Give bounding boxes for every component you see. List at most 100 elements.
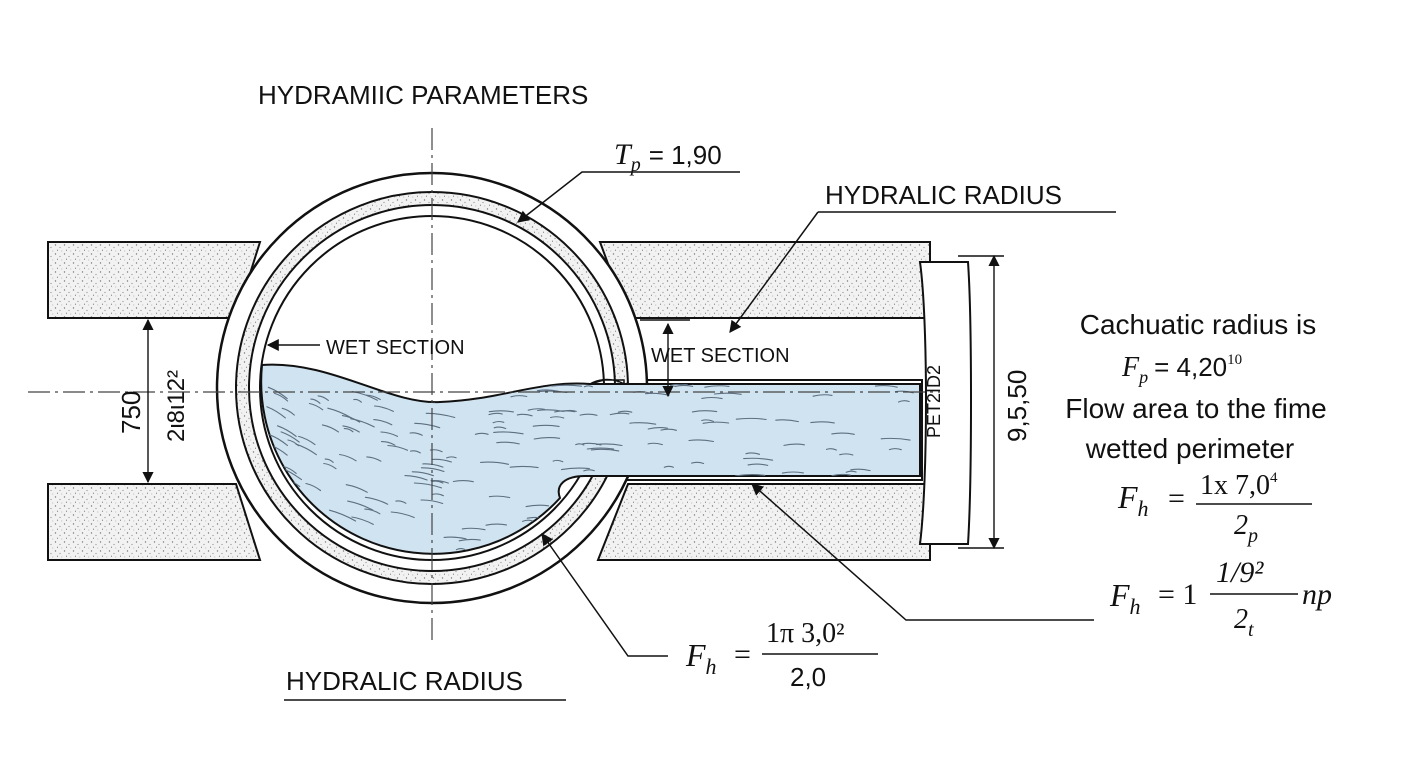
flow-streak	[552, 459, 564, 463]
flow-streak	[674, 384, 694, 388]
eq-bottom-numerator: 1π 3,0²	[766, 618, 845, 649]
flow-streak	[380, 441, 396, 446]
flow-streak	[775, 419, 799, 423]
svg-text:Fh: Fh	[685, 637, 717, 679]
flow-streak	[537, 409, 564, 412]
eq-tp: Tp= 1,90	[614, 138, 722, 176]
flow-streak	[747, 463, 769, 466]
flow-streak	[509, 465, 539, 469]
flow-streak	[345, 484, 368, 493]
flow-streak	[365, 394, 381, 401]
flow-streak	[276, 425, 297, 437]
flow-streak	[493, 431, 524, 435]
flow-streak	[702, 421, 730, 424]
flow-streak	[328, 509, 357, 522]
water-fill	[260, 363, 921, 555]
flow-streak	[283, 466, 297, 474]
flow-streak	[287, 439, 300, 447]
centerlines	[28, 128, 940, 640]
flow-streak	[493, 426, 507, 430]
flow-streak	[431, 458, 452, 463]
flow-streak	[881, 368, 898, 371]
flow-streak	[317, 395, 329, 401]
svg-text:= 1: = 1	[1158, 578, 1197, 611]
flow-streak	[590, 448, 620, 452]
flow-streak	[654, 373, 678, 376]
flow-streak	[353, 398, 362, 403]
flow-streak	[874, 385, 898, 388]
flow-streak	[266, 545, 287, 554]
fh2-numerator: 1/9²	[1216, 556, 1264, 589]
flow-streak	[404, 475, 428, 481]
flow-streak	[323, 462, 337, 470]
flow-streak	[704, 385, 730, 388]
flow-streak	[395, 500, 407, 504]
flow-streak	[374, 405, 394, 412]
flow-streak	[338, 453, 357, 462]
flow-streak	[420, 467, 445, 473]
flow-streak	[525, 504, 550, 508]
flow-streak	[485, 523, 508, 526]
flow-streak	[532, 424, 560, 427]
fh1-numerator: 1x 7,04	[1200, 470, 1278, 501]
flow-streak	[409, 450, 421, 454]
flow-streak	[660, 428, 677, 431]
flow-streak	[845, 470, 857, 473]
flow-streak	[551, 384, 583, 387]
side-line-2: Flow area to the fime	[1065, 393, 1326, 424]
flow-streak	[689, 369, 700, 372]
side-line-3: wetted perimeter	[1085, 433, 1295, 464]
flow-streak	[533, 437, 561, 440]
flow-streak	[647, 427, 668, 430]
eq-bottom-fh: Fh = 1π 3,0² 2,0	[685, 618, 878, 692]
right-lower-wall	[596, 483, 931, 561]
flow-streak	[387, 444, 409, 451]
dimension-lines	[142, 254, 1004, 550]
flow-streak	[422, 463, 444, 468]
flow-streak	[527, 408, 546, 411]
flow-streak	[781, 471, 804, 474]
flow-streak	[582, 442, 602, 446]
fh1-denominator: 2p	[1234, 510, 1258, 547]
flow-streak	[629, 422, 657, 425]
leader-right-bottom	[751, 483, 1094, 621]
flow-streak	[411, 471, 434, 477]
flow-streak	[273, 392, 289, 402]
flow-streak	[269, 434, 289, 447]
flow-streak	[690, 461, 705, 465]
flow-streak	[688, 439, 715, 443]
flow-streak	[380, 431, 399, 437]
dim-inner-left: 2ι8ι12²	[163, 370, 190, 442]
flow-streak	[413, 482, 443, 489]
flow-streak	[488, 410, 514, 413]
flow-streak	[496, 441, 520, 445]
flow-streak	[839, 453, 854, 456]
right-upper-wall	[598, 241, 931, 319]
flow-streak	[691, 410, 718, 413]
flow-streak	[455, 547, 466, 551]
leader-hydraulic-radius-top	[729, 211, 819, 333]
flow-streak	[429, 449, 443, 453]
wet-section-right-label: WET SECTION	[651, 345, 790, 367]
flow-streak	[510, 395, 528, 398]
flow-streak	[609, 412, 630, 416]
side-line-1: Cachuatic radius is	[1080, 309, 1317, 340]
wet-section-left-label: WET SECTION	[326, 337, 465, 359]
flow-streak	[743, 457, 774, 461]
flow-streak	[364, 496, 389, 505]
hydraulic-radius-top-label: HYDRALIC RADIUS	[825, 180, 1062, 210]
flow-streak	[266, 406, 286, 419]
flow-streak	[701, 419, 714, 422]
pipe-walls	[47, 241, 931, 561]
leader-tp	[517, 171, 740, 223]
fh2-denominator: 2t	[1234, 604, 1254, 641]
flow-streak	[347, 500, 374, 511]
flow-streak	[324, 458, 334, 463]
flow-streak	[327, 407, 353, 419]
flow-streak	[342, 425, 360, 433]
flow-streak	[810, 421, 835, 424]
flow-streak	[516, 413, 533, 417]
svg-text:Fh: Fh	[1109, 577, 1141, 619]
leader-bottom-formula	[541, 533, 668, 657]
